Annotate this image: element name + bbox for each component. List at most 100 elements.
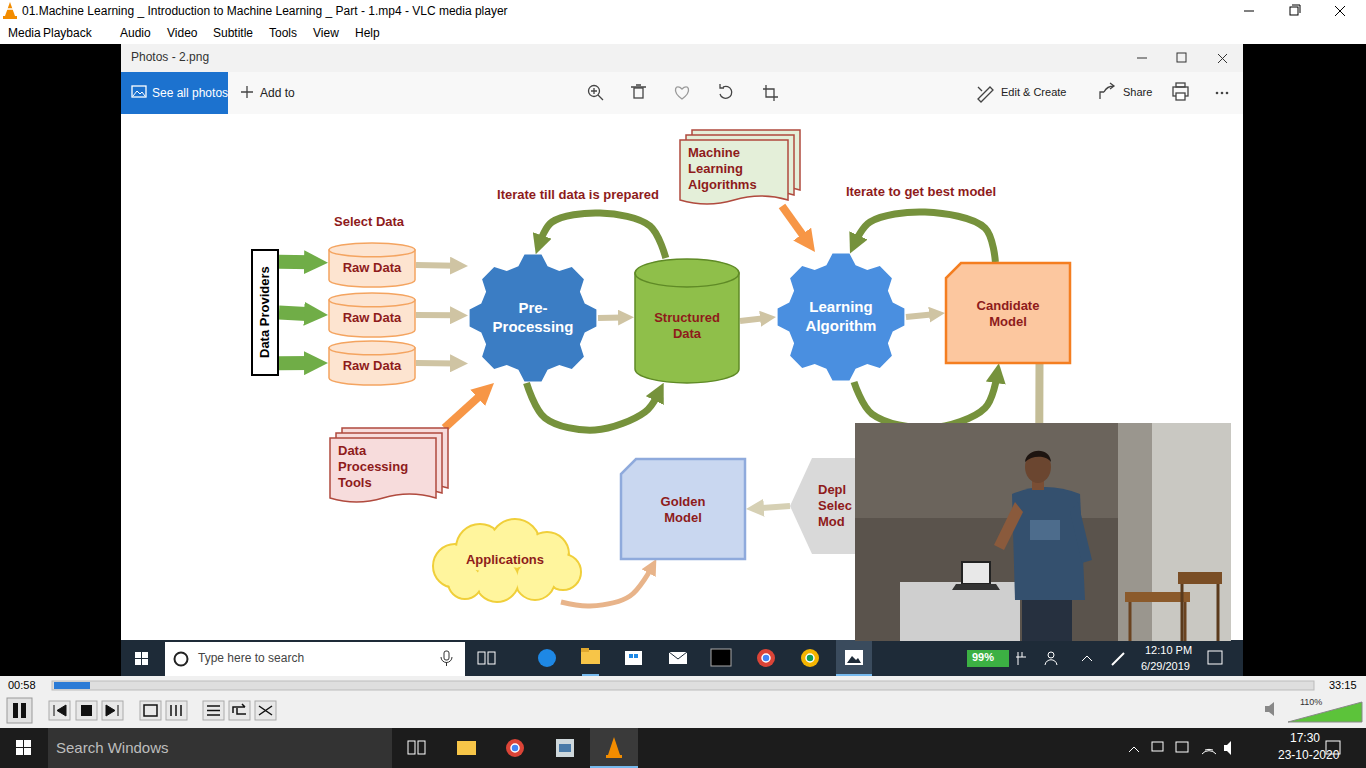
- windows-taskbar: [16, 740, 23, 747]
- windows-taskbar: [0, 728, 1366, 768]
- node-text: Raw Data: [343, 260, 402, 276]
- recorded-taskbar: [711, 649, 731, 666]
- loop-label: Iterate till data is prepared: [494, 187, 662, 203]
- photos-window: [675, 87, 688, 99]
- recorded-taskbar: [135, 652, 141, 658]
- photos-window: [133, 91, 145, 96]
- recorded-taskbar: [478, 652, 485, 664]
- photos-window: [121, 72, 1243, 114]
- photos-window: [1221, 92, 1224, 95]
- vlc-controls: [54, 682, 90, 689]
- vlc-controls: [229, 701, 250, 720]
- model-box-outline: [620, 458, 746, 560]
- battery-level: 99%: [972, 651, 994, 664]
- data-cylinder: Structured Data: [634, 258, 740, 384]
- recorded-taskbar: [806, 654, 814, 662]
- clock-time: 17:30: [1290, 731, 1320, 745]
- photos-window: [121, 44, 1243, 640]
- model-box-outline: [946, 263, 1070, 363]
- recorded-taskbar: [444, 651, 449, 660]
- node-text: Applications: [466, 552, 544, 568]
- applications-cloud-outline: [450, 567, 481, 598]
- recorded-taskbar: [669, 652, 687, 659]
- flow-arrow: [740, 318, 765, 321]
- node-text: Learning Algorithm: [793, 298, 889, 336]
- flow-arrow: [416, 312, 455, 318]
- node-text: Candidate Model: [968, 298, 1048, 331]
- webcam-person: [1012, 487, 1085, 600]
- menu-item: Audio: [120, 26, 151, 40]
- windows-taskbar: [457, 741, 476, 755]
- photos-window: [1218, 54, 1227, 63]
- recorded-taskbar: [142, 659, 148, 665]
- webcam-room: [1130, 602, 1185, 641]
- tool-stack-outline: [680, 140, 788, 204]
- node-text: Golden Model: [643, 494, 723, 527]
- photos-window: [121, 114, 1243, 640]
- photos-window: [1226, 92, 1229, 95]
- windows-taskbar: [1129, 747, 1139, 752]
- windows-taskbar: [559, 744, 571, 752]
- vlc-controls: [81, 705, 92, 716]
- vlc-controls: [166, 701, 187, 720]
- recorded-taskbar: [175, 653, 188, 666]
- loop-label: Iterate to get best model: [843, 184, 999, 200]
- vlc-title-bar: [1292, 5, 1300, 13]
- menu-item: View: [313, 26, 339, 40]
- data-cylinder-outline: [329, 243, 415, 257]
- vlc-controls: [106, 705, 118, 716]
- windows-taskbar: [408, 741, 415, 754]
- recorded-taskbar: [135, 659, 141, 665]
- node-text: Data Processing Tools: [338, 443, 422, 492]
- vlc-controls: [171, 705, 181, 716]
- deploy-step-outline: [790, 458, 855, 554]
- flow-arrow: [540, 213, 665, 258]
- process-gear-outline: [778, 254, 905, 381]
- recorded-taskbar: [1045, 660, 1057, 665]
- vlc-controls: [21, 703, 26, 718]
- photos-window: [121, 44, 1243, 72]
- photos-window: [591, 88, 603, 100]
- recorded-taskbar: [1208, 651, 1222, 664]
- flow-arrow: [759, 506, 790, 508]
- toolbar-button: See all photos: [152, 86, 228, 100]
- vlc-controls: [1265, 702, 1274, 716]
- photos-window: [720, 84, 732, 98]
- recorded-taskbar: [625, 651, 642, 665]
- model-box-outline: [621, 459, 745, 559]
- recorded-taskbar: [757, 649, 775, 667]
- windows-taskbar: [590, 766, 638, 768]
- webcam-room: [1125, 592, 1190, 602]
- recorded-taskbar: [121, 640, 1243, 676]
- webcam-person: [1025, 451, 1051, 483]
- flow-arrow: [527, 383, 658, 430]
- recorded-taskbar: [1082, 656, 1092, 661]
- webcam-person: [1025, 451, 1051, 462]
- windows-taskbar: [506, 739, 524, 757]
- windows-taskbar: [556, 739, 574, 757]
- vlc-title-bar: [3, 16, 17, 19]
- data-cylinder-outline: [329, 293, 415, 307]
- flow-arrow: [444, 393, 482, 428]
- recorded-taskbar: [847, 656, 861, 663]
- vlc-title-bar: [1290, 7, 1298, 15]
- vlc-title-bar: [5, 2, 15, 16]
- photos-window: [1177, 53, 1186, 62]
- data-cylinder-outline: [329, 341, 415, 355]
- windows-taskbar: [590, 728, 638, 768]
- webcam-room: [900, 582, 1020, 641]
- vlc-controls: [144, 705, 157, 716]
- node-text: Machine Learning Algorithms: [688, 145, 772, 194]
- windows-taskbar: [16, 748, 23, 755]
- flow-arrow: [598, 314, 623, 321]
- menu-item: Help: [355, 26, 380, 40]
- photos-window: [1100, 83, 1114, 99]
- vlc-title-bar: [1244, 11, 1254, 12]
- recorded-taskbar: [582, 674, 599, 676]
- volume-level: 110%: [1300, 697, 1322, 708]
- recorded-taskbar: [836, 640, 872, 676]
- windows-taskbar: [48, 728, 392, 768]
- tool-stack: Machine Learning Algorithms: [680, 130, 800, 206]
- model-box-outline: [945, 262, 1071, 364]
